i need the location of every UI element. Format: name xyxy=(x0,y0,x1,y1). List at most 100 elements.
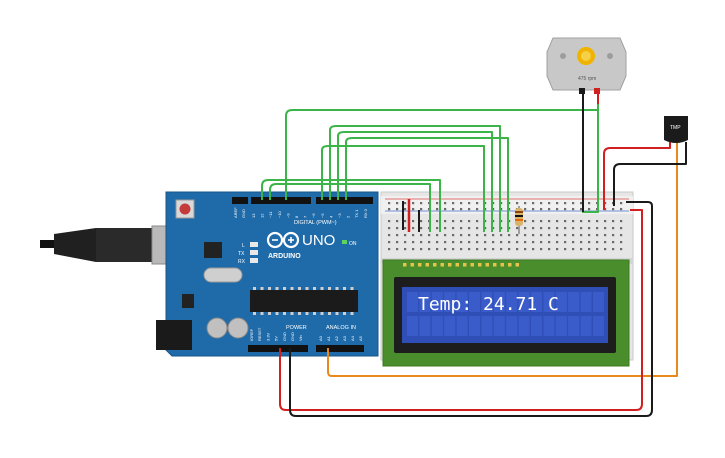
lcd-pin xyxy=(418,263,422,267)
breadboard-hole xyxy=(580,234,583,237)
breadboard-hole xyxy=(452,220,455,223)
on-label: ON xyxy=(349,241,357,247)
rail-hole xyxy=(556,202,559,205)
chip-pin xyxy=(350,287,354,290)
header-pin-label: AREF xyxy=(233,207,238,218)
wire-green-d3[interactable] xyxy=(321,145,485,232)
wire-green-d2[interactable] xyxy=(345,137,509,232)
rail-hole xyxy=(420,208,423,211)
lcd-char-cell xyxy=(543,316,555,336)
wire-green-d4[interactable] xyxy=(337,131,493,232)
breadboard-hole xyxy=(420,220,423,223)
lcd-module[interactable]: Temp: 24.71 C xyxy=(382,259,630,367)
lcd-pin xyxy=(448,263,452,267)
wire-black-sensor-gnd[interactable] xyxy=(613,142,687,206)
digital-pin-label: 7 xyxy=(303,215,308,218)
rail-hole xyxy=(460,208,463,211)
chip-pin xyxy=(298,287,301,290)
lcd-char-cell xyxy=(580,292,592,312)
lcd-char-cell xyxy=(469,292,480,312)
rail-hole xyxy=(404,208,407,211)
analog-pin-label: A3 xyxy=(342,335,347,341)
resistor[interactable] xyxy=(515,206,523,234)
rail-hole xyxy=(500,202,503,205)
breadboard-hole xyxy=(516,227,519,230)
breadboard-hole xyxy=(508,227,511,230)
lcd-char-cell xyxy=(593,316,604,336)
reset-button[interactable] xyxy=(179,203,191,215)
breadboard-hole xyxy=(428,241,431,244)
lcd-char-cell xyxy=(555,292,567,312)
rail-hole xyxy=(564,202,567,205)
lcd-pin xyxy=(470,263,474,267)
wire-green-motor[interactable] xyxy=(285,92,599,200)
breadboard-hole xyxy=(460,241,463,244)
breadboard-hole xyxy=(404,227,407,230)
breadboard-hole xyxy=(572,234,575,237)
arduino-brand-text: ARDUINO xyxy=(268,253,301,260)
chip-pin xyxy=(283,287,286,290)
breadboard-hole xyxy=(444,220,447,223)
breadboard-hole xyxy=(468,234,471,237)
wire-green-d10[interactable] xyxy=(269,183,431,232)
on-led xyxy=(342,240,347,244)
chip-pin xyxy=(328,287,331,290)
wire-green-motor-return[interactable] xyxy=(582,106,599,213)
wire-green-d11[interactable] xyxy=(261,179,441,232)
lcd-char-cell xyxy=(555,316,567,336)
breadboard-hole xyxy=(476,227,479,230)
analog-pin-label: A4 xyxy=(350,335,355,341)
breadboard-hole xyxy=(500,227,503,230)
rail-hole xyxy=(452,208,455,211)
digital-header-label: DIGITAL (PWM~) xyxy=(294,220,337,226)
breadboard-hole xyxy=(580,227,583,230)
lcd-char-cell xyxy=(580,316,592,336)
breadboard-hole xyxy=(500,220,503,223)
rail-hole xyxy=(484,208,487,211)
chip-pin xyxy=(313,312,316,315)
wire-red-sensor-vcc[interactable] xyxy=(603,142,671,210)
lcd-char-cell xyxy=(506,316,518,336)
atmega-chip-pins xyxy=(253,287,354,315)
rail-hole xyxy=(540,202,543,205)
breadboard-hole xyxy=(596,241,599,244)
digital-pin-label: ~5 xyxy=(320,213,325,218)
chip-pin xyxy=(320,287,324,290)
rail-hole xyxy=(492,208,495,211)
lcd-char-cell xyxy=(568,292,580,312)
wire-red-5v[interactable] xyxy=(279,209,643,411)
wire-orange-sensor-a0[interactable] xyxy=(327,142,678,377)
digital-pin-label: ~10 xyxy=(277,210,282,218)
breadboard-hole xyxy=(460,234,463,237)
chip-pin xyxy=(335,312,339,315)
breadboard-hole xyxy=(548,227,551,230)
motor-shaft xyxy=(581,51,591,61)
dc-motor[interactable]: 475 rpm xyxy=(546,37,627,94)
breadboard-hole xyxy=(388,248,391,251)
breadboard-hole xyxy=(444,248,447,251)
lcd-char-cell xyxy=(419,292,431,312)
digital-pin-label: 2 xyxy=(346,215,351,218)
breadboard-hole xyxy=(524,248,527,251)
breadboard-hole xyxy=(532,227,535,230)
lcd-char-cell xyxy=(518,292,530,312)
lcd-char-cell xyxy=(431,316,443,336)
breadboard-hole xyxy=(396,234,399,237)
breadboard-hole xyxy=(548,220,551,223)
wire-green-d5[interactable] xyxy=(329,125,501,232)
breadboard-hole xyxy=(508,241,511,244)
wires[interactable] xyxy=(261,92,687,417)
lcd-char-cell xyxy=(493,316,505,336)
header-analog xyxy=(316,345,364,352)
temperature-sensor[interactable]: TMP xyxy=(664,116,688,143)
wire-black-gnd[interactable] xyxy=(289,201,653,417)
rail-hole xyxy=(388,202,391,205)
chip-pin xyxy=(343,312,346,315)
breadboard-jumpers[interactable] xyxy=(402,199,420,232)
chip-pin xyxy=(350,312,354,315)
lcd-pin xyxy=(425,263,429,267)
breadboard-hole xyxy=(452,248,455,251)
breadboard-hole xyxy=(556,241,559,244)
